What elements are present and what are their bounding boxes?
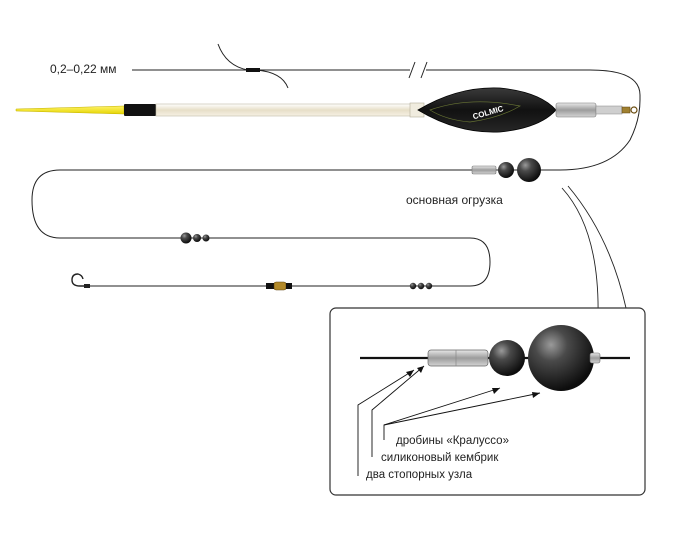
line-break-mark <box>408 61 428 79</box>
float-collar <box>124 104 156 116</box>
swivel <box>266 281 292 291</box>
float-tip <box>15 105 125 115</box>
line-diameter-label: 0,2–0,22 мм <box>50 62 117 76</box>
main-weight-label: основная огрузка <box>406 193 503 207</box>
float-stem <box>155 103 421 117</box>
inset-stop-knot <box>589 352 601 364</box>
float: COLMIC <box>15 87 638 133</box>
inset-shots-label: дробины «Кралуссо» <box>396 435 509 447</box>
main-line <box>31 69 641 287</box>
inset-tubing-label: силиконовый кембрик <box>381 452 499 464</box>
float-eye <box>621 106 631 114</box>
main-weight <box>471 158 541 182</box>
inset-tube <box>427 349 489 367</box>
shot <box>180 232 192 244</box>
inset-shot-large <box>528 325 594 391</box>
hook-icon <box>71 273 90 288</box>
shot-group-middle <box>180 232 210 244</box>
shot <box>202 234 210 242</box>
main-weight-shot-small <box>498 162 514 178</box>
callout-wedge <box>561 185 627 319</box>
inset-frame <box>329 307 646 496</box>
inset-detail <box>329 307 646 496</box>
shot <box>193 234 201 242</box>
shot <box>417 282 425 290</box>
shot <box>425 282 433 290</box>
shot-group-lower <box>409 282 433 290</box>
inset-shot-small <box>489 340 525 376</box>
float-keel <box>555 102 597 118</box>
main-weight-tube <box>471 165 497 175</box>
inset-stop-knots-label: два стопорных узла <box>366 469 473 481</box>
main-weight-shot-large <box>517 158 541 182</box>
top-knot <box>217 43 289 89</box>
shot <box>409 282 417 290</box>
